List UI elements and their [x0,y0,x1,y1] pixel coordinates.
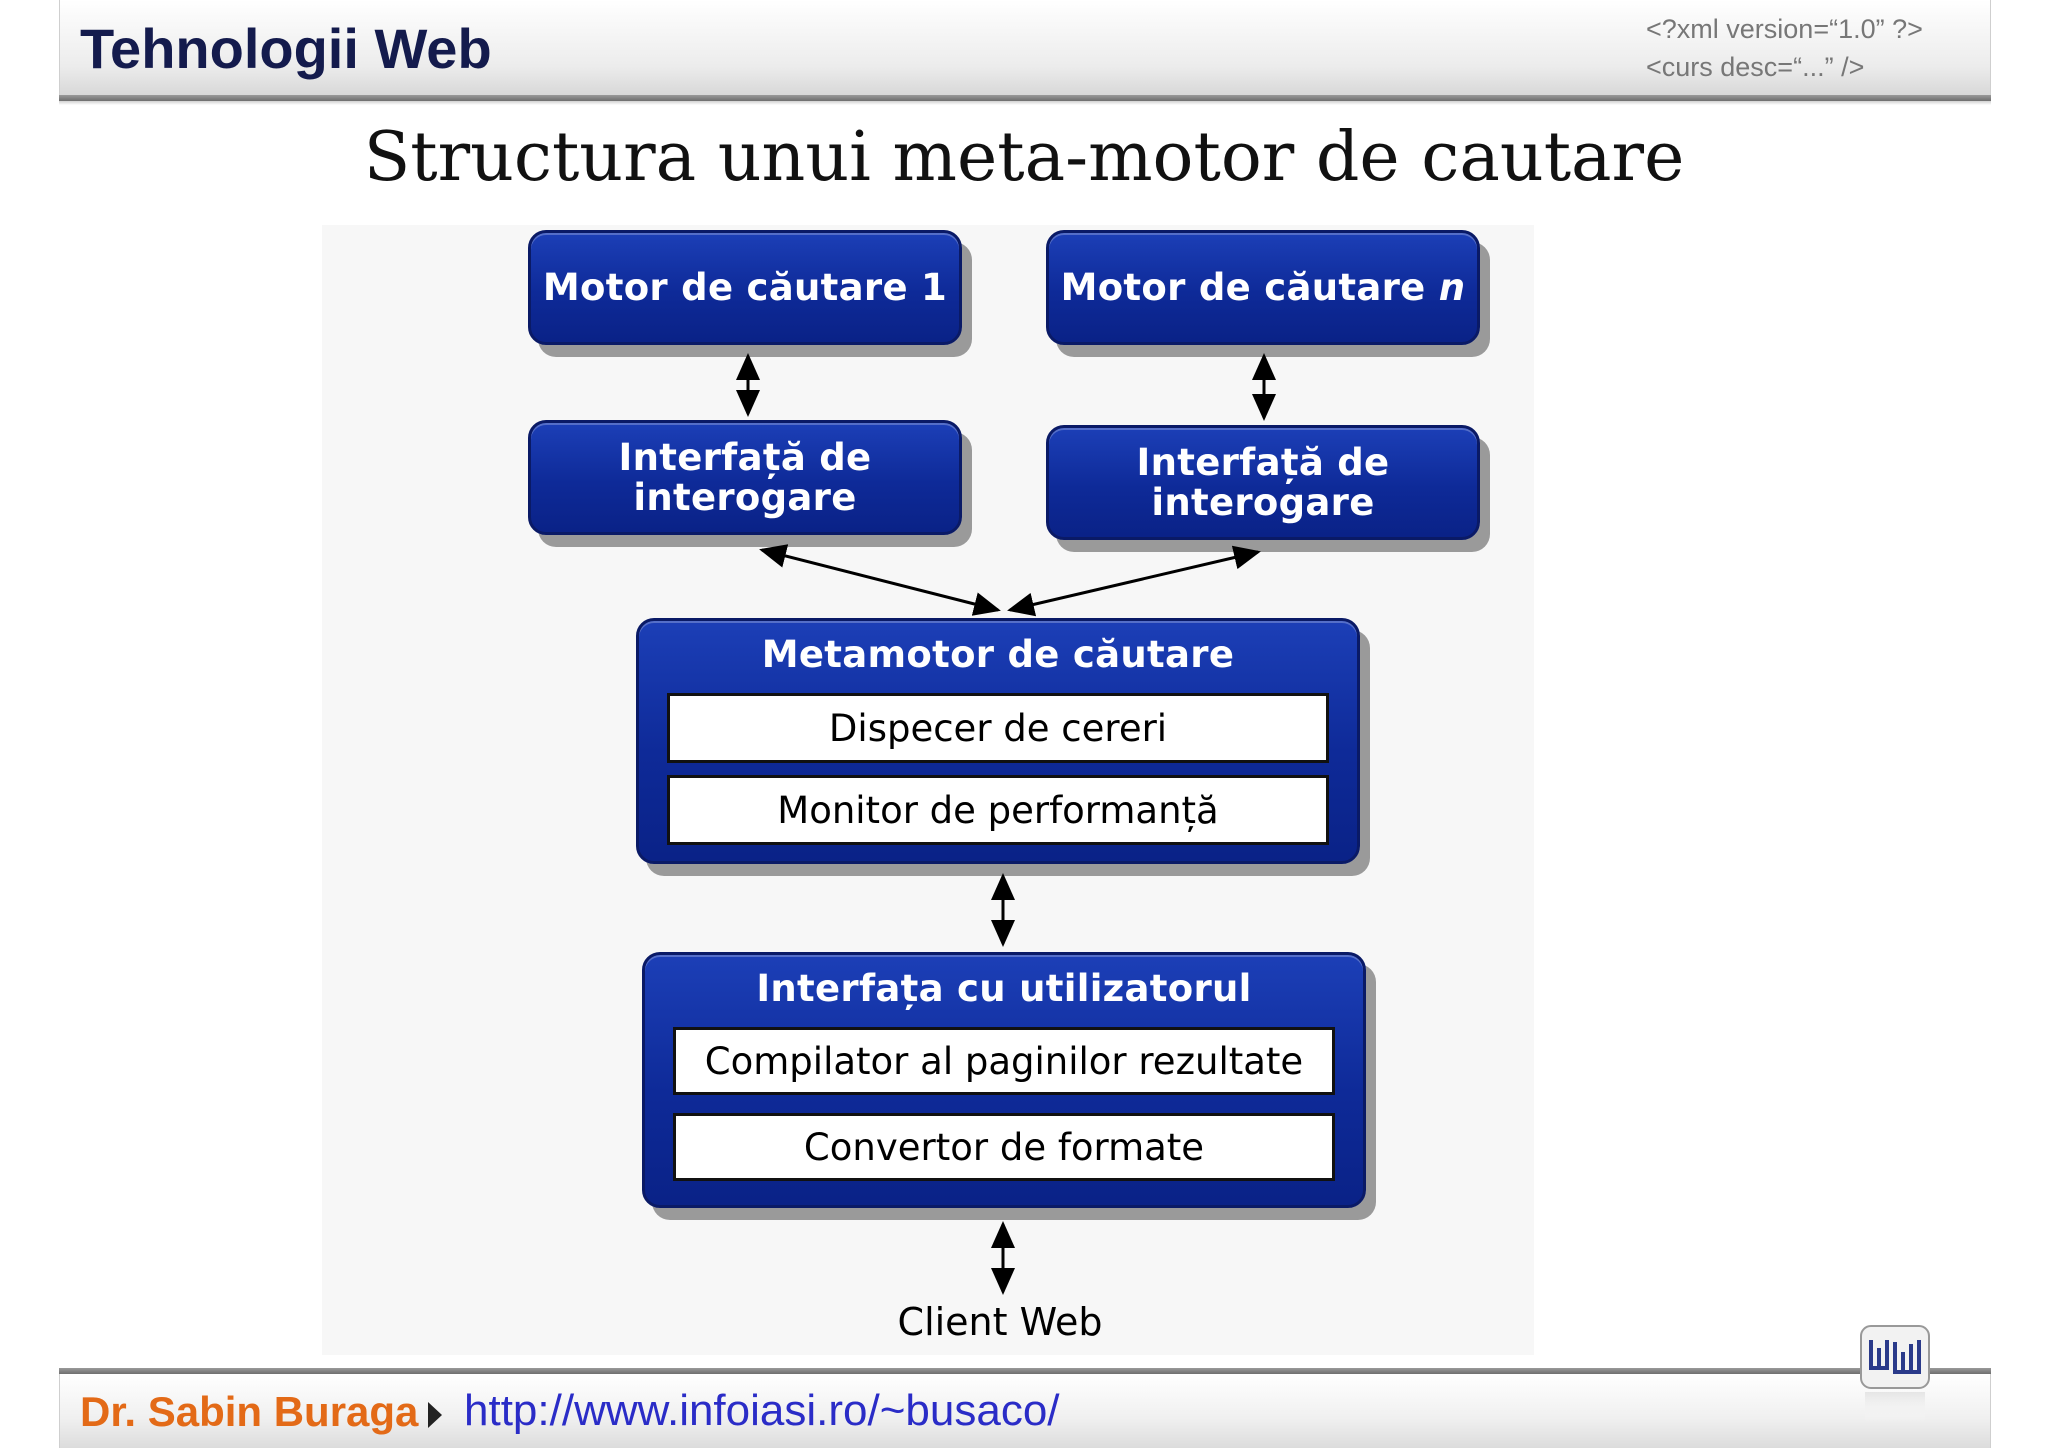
query-interface-2-line2: interogare [1151,480,1375,524]
author-url-link[interactable]: http://www.infoiasi.ro/~busaco/ [464,1386,1060,1435]
w3-logo-icon [1860,1325,1930,1422]
query-interface-2-box: Interfață de interogare [1046,425,1480,540]
metaengine-box: Metamotor de căutare Dispecer de cereri … [636,618,1360,864]
search-engine-n-box: Motor de căutare n [1046,230,1480,345]
header-shadow [59,101,1991,105]
format-converter-item: Convertor de formate [673,1113,1335,1181]
xml-declaration-text: <?xml version=“1.0” ?> [1646,14,1923,44]
metaengine-title: Metamotor de căutare [761,633,1235,676]
search-engine-1-box: Motor de căutare 1 [528,230,962,345]
header-divider [59,95,1991,101]
author-name: Dr. Sabin Buraga [80,1388,419,1435]
arrow-interface1-metaengine [759,544,1001,616]
query-interface-1-line1: Interfață de [618,435,872,479]
slide-title: Structura unui meta-motor de cautare [363,118,1685,197]
query-interface-1-line2: interogare [633,475,857,519]
triangle-right-icon [428,1402,442,1428]
web-client-label: Client Web [897,1300,1103,1344]
search-engine-n-label: Motor de căutare n [1060,265,1466,309]
arrow-interface2-metaengine [1007,545,1261,617]
footer-band [59,1374,1991,1448]
performance-monitor-item: Monitor de performanță [667,775,1329,845]
footer-divider [59,1368,1991,1374]
course-tag-text: <curs desc=“...” /> [1646,52,1865,82]
request-dispatcher-item: Dispecer de cereri [667,693,1329,763]
result-pages-compiler-item: Compilator al paginilor rezultate [673,1027,1335,1095]
search-engine-1-label: Motor de căutare 1 [542,265,948,309]
query-interface-1-box: Interfață de interogare [528,420,962,535]
header-band [59,0,1991,95]
user-interface-title: Interfața cu utilizatorul [756,967,1252,1010]
course-title: Tehnologii Web [80,17,492,80]
user-interface-box: Interfața cu utilizatorul Compilator al … [642,952,1366,1208]
query-interface-2-line1: Interfață de [1136,440,1390,484]
